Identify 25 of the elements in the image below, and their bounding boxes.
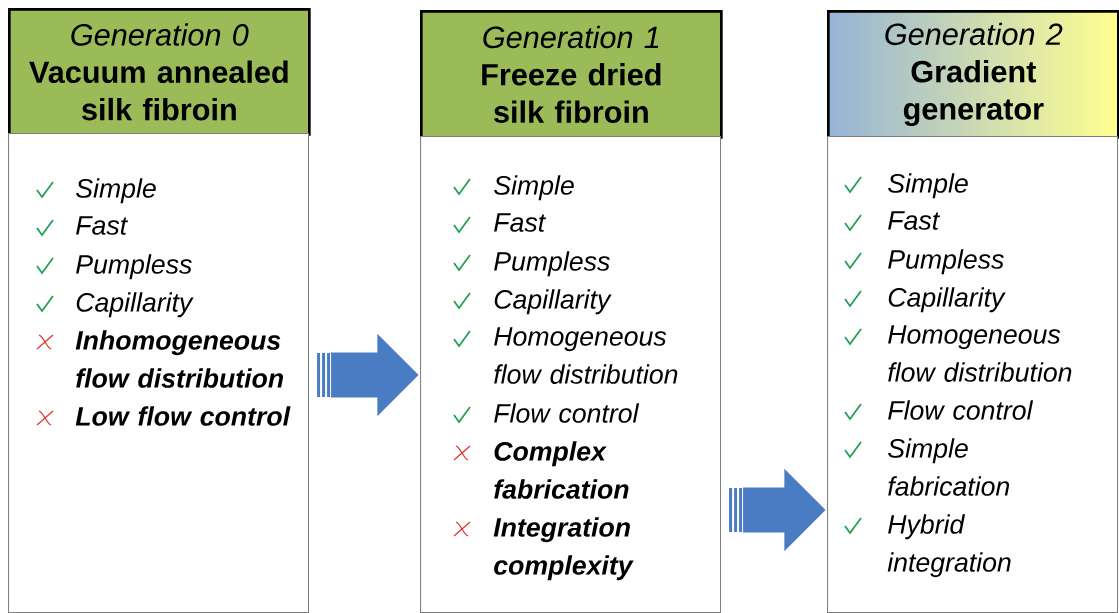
list-item: Inhomogeneous flow distribution (75, 330, 283, 388)
header-box: Generation 0 Vacuum annealed silk fibroin (8, 8, 311, 136)
header-box: Generation 1 Freeze dried silk fibroin (420, 10, 723, 139)
list-item: Fast (888, 211, 941, 230)
list-item: Pumpless (76, 254, 192, 280)
list-item: Simple (888, 173, 968, 199)
list-item: Low flow control (75, 406, 291, 426)
list-item: Pumpless (888, 249, 1004, 275)
list-item: Hybrid integration (887, 514, 1011, 578)
list-item: Flow control (494, 403, 640, 423)
list-item: Homogeneous flow distribution (888, 325, 1072, 382)
list-item: Simple (494, 175, 574, 201)
list-item: Fast (76, 216, 129, 235)
list-item: Pumpless (494, 251, 610, 277)
list-item: Simple (76, 178, 156, 204)
list-item: Integration complexity (493, 517, 634, 581)
list-item: Capillarity (494, 289, 612, 315)
list-item: Flow control (888, 400, 1034, 420)
list-item: Fast (494, 213, 547, 232)
list-item: Capillarity (888, 287, 1006, 313)
list-item: Simple fabrication (888, 438, 1010, 496)
list-item: Complex fabrication (494, 441, 629, 499)
list-item: Capillarity (76, 292, 194, 318)
header-box: Generation 2 Gradient generator (827, 10, 1119, 139)
list-item: Homogeneous flow distribution (494, 327, 678, 384)
